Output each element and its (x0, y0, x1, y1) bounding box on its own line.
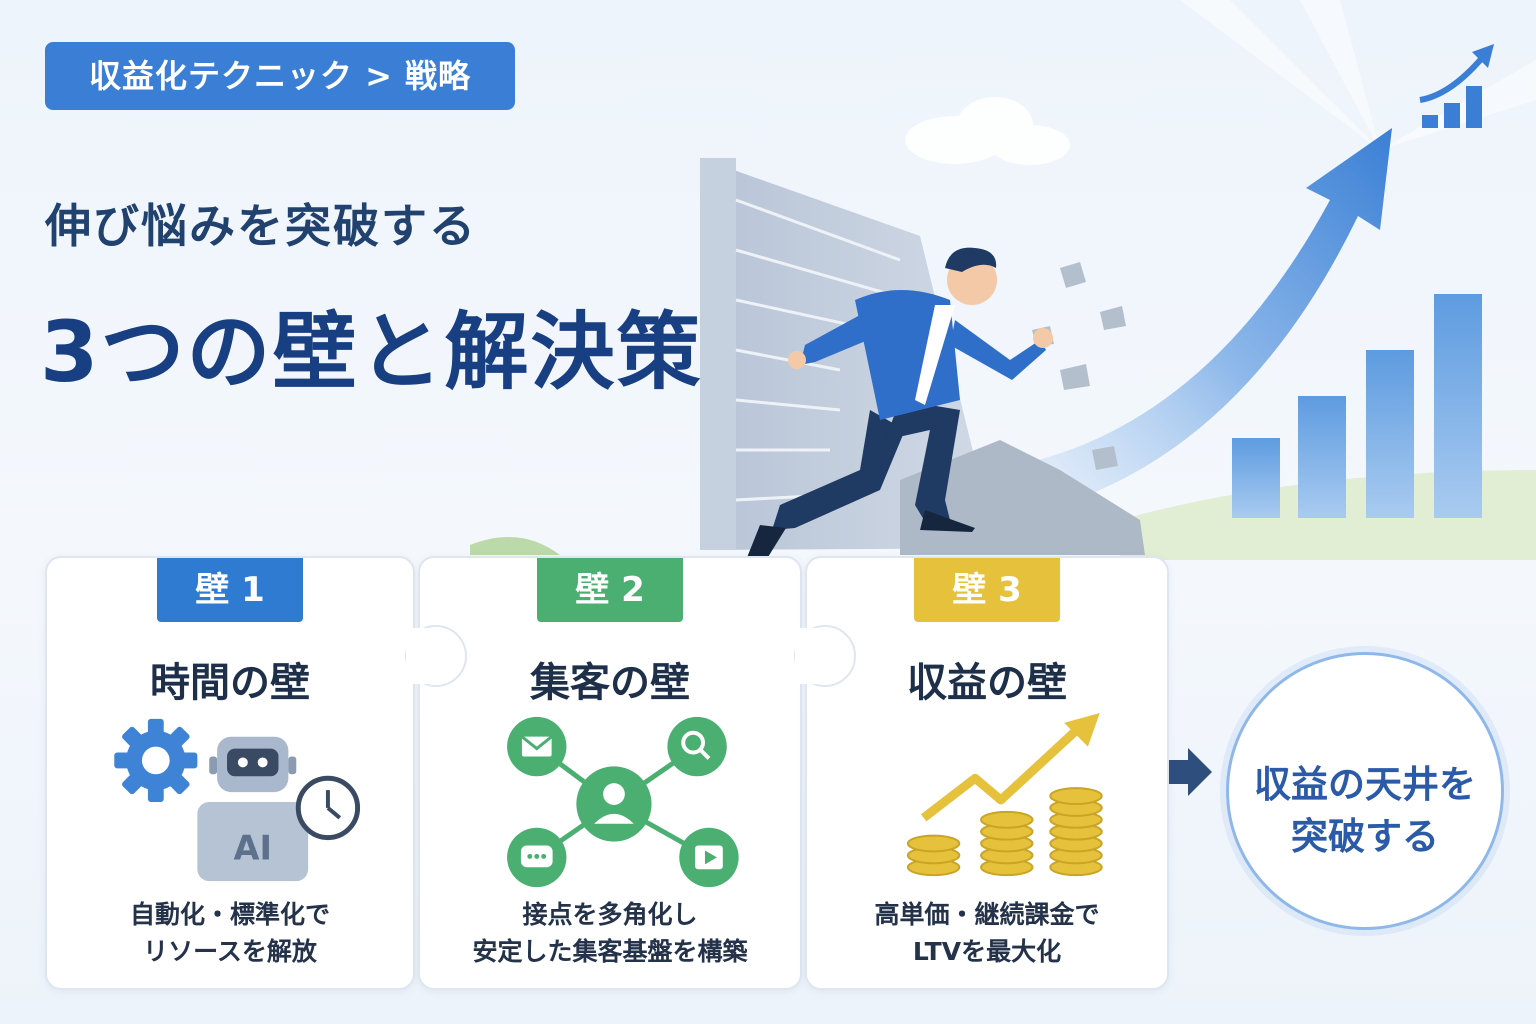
wall-badge-1: 壁 1 (157, 558, 303, 622)
wall-desc-time: 自動化・標準化で リソースを解放 (47, 896, 413, 970)
gear-icon (114, 718, 198, 802)
user-icon (603, 783, 625, 805)
coins-growth-icon (906, 712, 1103, 877)
goal-line: 収益の天井を (1254, 763, 1476, 806)
hill (470, 537, 560, 555)
goal-circle: 収益の天井を 突破する (1226, 652, 1504, 930)
wall-card-time: 壁 1 時間の壁 AI 自動化・標準化で リソースを解放 (45, 556, 415, 990)
growth-chart-icon (1419, 44, 1494, 128)
desc-line: リソースを解放 (143, 937, 317, 966)
puzzle-connector-cover (795, 628, 817, 684)
wall-badge-2: 壁 2 (537, 558, 683, 622)
coin-stack (906, 787, 1103, 877)
goal-line: 突破する (1291, 815, 1439, 858)
svg-text:AI: AI (233, 828, 272, 867)
cloud-icon (905, 97, 1070, 165)
desc-line: 高単価・継続課金で (874, 900, 1100, 929)
desc-line: LTVを最大化 (912, 937, 1062, 966)
wall-badge-3: 壁 3 (914, 558, 1060, 622)
sun-rays (1180, 0, 1536, 150)
businessman-running (746, 247, 1053, 570)
wall-title-time: 時間の壁 (150, 660, 310, 706)
wall-card-customer: 壁 2 集客の壁 接点を多角化し 安定した集客基盤を構築 (418, 556, 802, 990)
desc-line: 接点を多角化し (522, 900, 698, 929)
page-subtitle: 伸び悩みを突破する (45, 199, 477, 253)
wall-desc-customer: 接点を多角化し 安定した集客基盤を構築 (420, 896, 800, 970)
wall-title-customer: 集客の壁 (530, 660, 690, 706)
wall-desc-revenue: 高単価・継続課金で LTVを最大化 (807, 896, 1167, 970)
arrow-right-icon (1158, 748, 1212, 796)
wall-title-revenue: 収益の壁 (907, 660, 1067, 706)
wall-card-revenue: 壁 3 収益の壁 高単価・継続課金で LTVを最大化 (805, 556, 1169, 990)
puzzle-connector-cover (406, 628, 428, 684)
breadcrumb[interactable]: 収益化テクニック > 戦略 (45, 42, 515, 110)
brick-wall (700, 158, 1145, 555)
desc-line: 自動化・標準化で (129, 900, 330, 929)
ai-robot-icon: AI (114, 718, 361, 882)
desc-line: 安定した集客基盤を構築 (472, 937, 748, 966)
growth-bar-chart (1232, 294, 1482, 518)
search-icon (681, 730, 705, 755)
goal-text: 収益の天井を 突破する (1229, 759, 1501, 863)
page-title: 3つの壁と解決策 (40, 303, 703, 401)
network-icon (507, 716, 739, 888)
